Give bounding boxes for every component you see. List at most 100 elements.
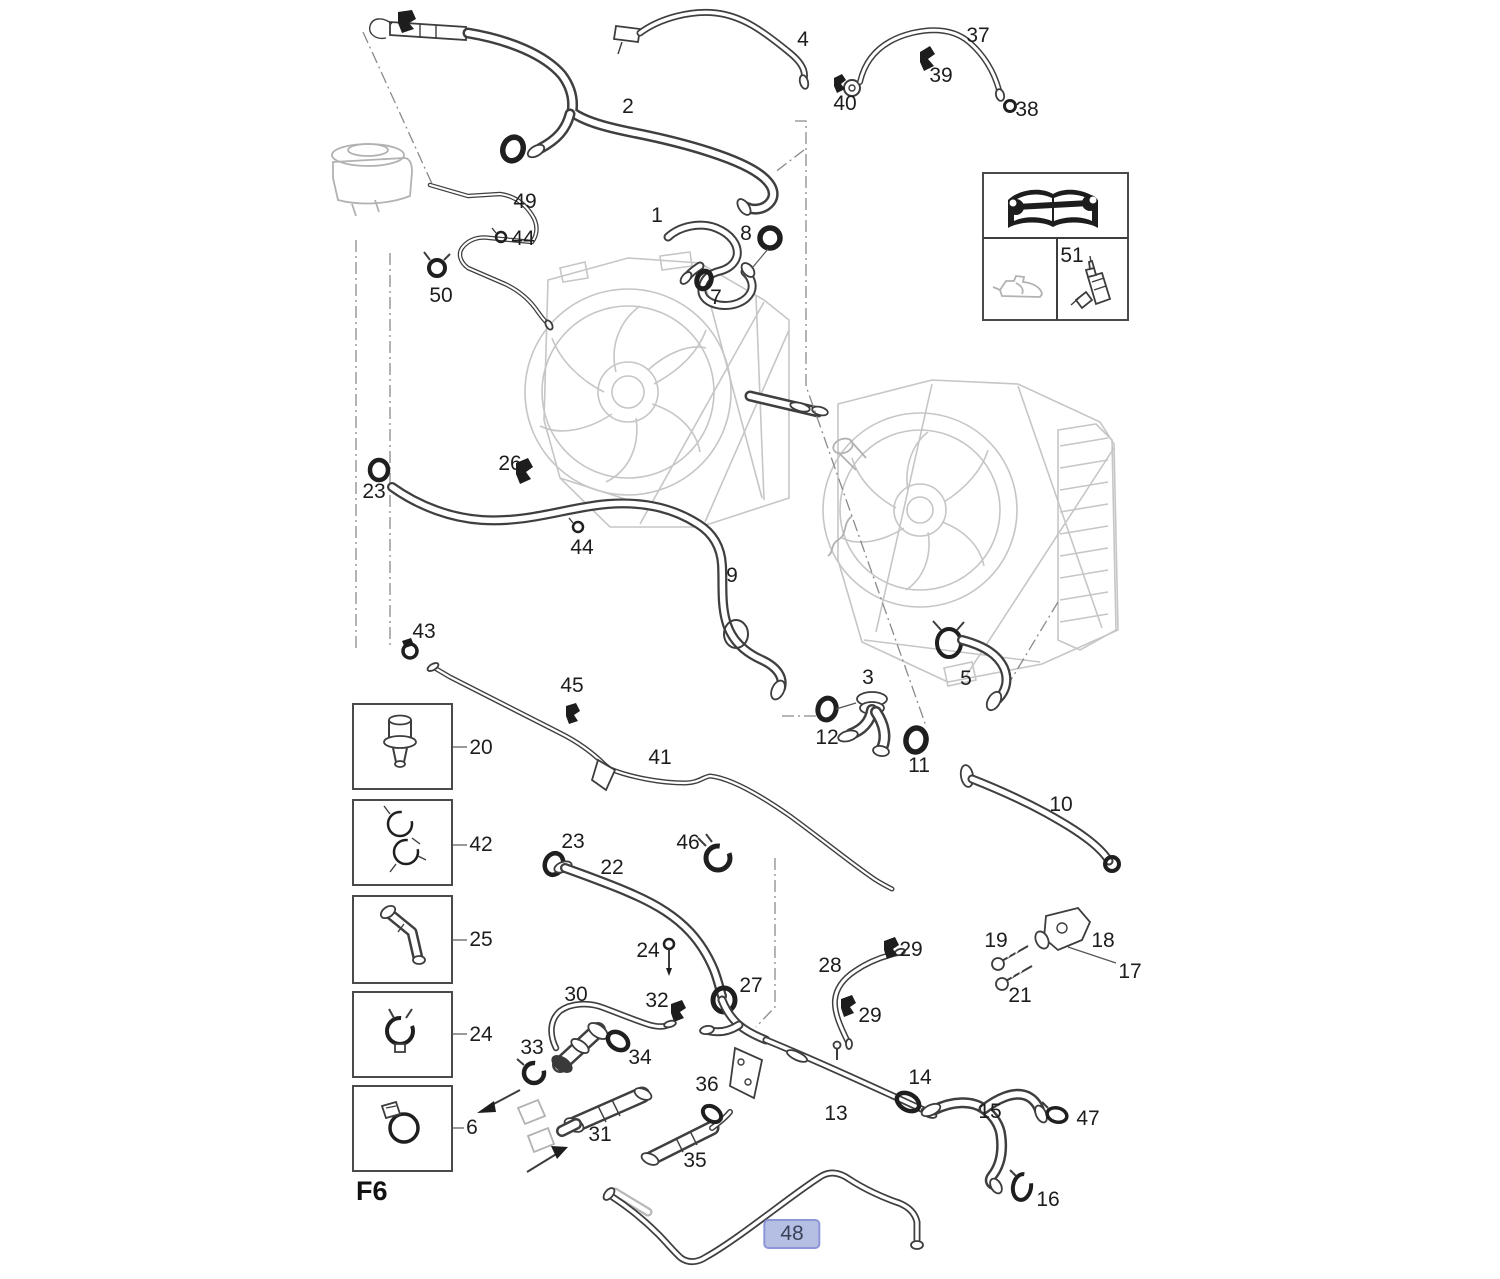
part-label-49[interactable]: 49 xyxy=(513,190,537,213)
clamp-14 xyxy=(894,1090,922,1114)
part-label-21[interactable]: 21 xyxy=(1008,984,1032,1007)
part-label-38[interactable]: 38 xyxy=(1015,98,1039,121)
part-label-42[interactable]: 42 xyxy=(469,833,493,856)
part-label-31[interactable]: 31 xyxy=(588,1123,612,1146)
part-label-36[interactable]: 36 xyxy=(695,1073,719,1096)
part-label-47[interactable]: 47 xyxy=(1076,1107,1100,1130)
part-label-50[interactable]: 50 xyxy=(429,284,453,307)
part-label-9[interactable]: 9 xyxy=(726,564,738,587)
part-label-23[interactable]: 23 xyxy=(561,830,585,853)
part-label-44[interactable]: 44 xyxy=(570,536,594,559)
legend-box xyxy=(982,172,1129,321)
callout-box-20 xyxy=(352,703,467,790)
hose-2 xyxy=(369,10,773,216)
part-label-34[interactable]: 34 xyxy=(628,1046,652,1069)
small-bolt xyxy=(832,1040,842,1060)
part-label-48-highlighted[interactable]: 48 xyxy=(763,1219,821,1249)
hose-28 xyxy=(835,937,906,1050)
fan-shroud-right xyxy=(822,379,1119,687)
part-3-thermostat-elbow xyxy=(815,691,929,758)
part-label-1[interactable]: 1 xyxy=(651,204,663,227)
part-label-5[interactable]: 5 xyxy=(960,667,972,690)
pipe-41 xyxy=(401,638,892,889)
part-label-32[interactable]: 32 xyxy=(645,989,669,1012)
part-label-24[interactable]: 24 xyxy=(469,1023,493,1046)
hose-22 xyxy=(542,833,738,1022)
part-label-17[interactable]: 17 xyxy=(1118,960,1142,983)
part-label-20[interactable]: 20 xyxy=(469,736,493,759)
clip-50 xyxy=(423,251,451,278)
part-label-29[interactable]: 29 xyxy=(858,1004,882,1027)
part-label-12[interactable]: 12 xyxy=(815,726,839,749)
part-label-22[interactable]: 22 xyxy=(600,856,624,879)
part-label-4[interactable]: 4 xyxy=(797,28,809,51)
clip-44-top xyxy=(494,230,508,244)
part-label-13[interactable]: 13 xyxy=(824,1102,848,1125)
bolt-21 xyxy=(995,965,1033,991)
expansion-tank xyxy=(331,143,413,217)
clamp-16 xyxy=(1009,1169,1034,1202)
part-label-16[interactable]: 16 xyxy=(1036,1188,1060,1211)
part-label-26[interactable]: 26 xyxy=(498,452,522,475)
part-label-37[interactable]: 37 xyxy=(966,24,990,47)
callout-box-25 xyxy=(352,895,467,984)
hose-4 xyxy=(612,12,810,90)
sensor-24 xyxy=(662,937,676,976)
connector-35 xyxy=(640,1103,730,1166)
part-label-28[interactable]: 28 xyxy=(818,954,842,977)
hose-37 xyxy=(834,30,1017,113)
hose-30-assembly xyxy=(516,1004,677,1086)
clamp-33 xyxy=(516,1058,547,1086)
part-label-33[interactable]: 33 xyxy=(520,1036,544,1059)
clamp-7 xyxy=(694,268,714,292)
part-label-27[interactable]: 27 xyxy=(739,974,763,997)
part-label-51[interactable]: 51 xyxy=(1060,244,1084,267)
clamp-11 xyxy=(903,725,929,755)
part-label-40[interactable]: 40 xyxy=(833,92,857,115)
part-label-18[interactable]: 18 xyxy=(1091,929,1115,952)
clip-45 xyxy=(566,703,580,724)
part-label-6[interactable]: 6 xyxy=(466,1116,478,1139)
figure-code: F6 xyxy=(356,1176,388,1206)
clip-26 xyxy=(516,458,533,484)
hose-15 xyxy=(920,1094,1069,1202)
part-label-45[interactable]: 45 xyxy=(560,674,584,697)
clip-29-bottom xyxy=(841,995,856,1017)
hose-48 xyxy=(602,1173,924,1262)
hose-49 xyxy=(423,185,554,331)
part-label-15[interactable]: 15 xyxy=(978,1100,1002,1123)
part-label-44[interactable]: 44 xyxy=(511,227,535,250)
part-label-14[interactable]: 14 xyxy=(908,1066,932,1089)
part-label-35[interactable]: 35 xyxy=(683,1149,707,1172)
part-label-41[interactable]: 41 xyxy=(648,746,672,769)
part-label-29[interactable]: 29 xyxy=(899,938,923,961)
hose-10 xyxy=(959,764,1121,873)
part-label-3[interactable]: 3 xyxy=(862,666,874,689)
part-label-39[interactable]: 39 xyxy=(929,64,953,87)
part-label-23[interactable]: 23 xyxy=(362,480,386,503)
part-label-24[interactable]: 24 xyxy=(636,939,660,962)
part-label-43[interactable]: 43 xyxy=(412,620,436,643)
callout-box-24 xyxy=(352,991,467,1078)
part-label-46[interactable]: 46 xyxy=(676,831,700,854)
hose-9 xyxy=(367,457,788,701)
clamp-8 xyxy=(757,225,783,251)
part-label-8[interactable]: 8 xyxy=(740,222,752,245)
sealant-bottle-icon xyxy=(1070,255,1112,310)
part-label-19[interactable]: 19 xyxy=(984,929,1008,952)
clip-39 xyxy=(920,46,935,71)
part-label-25[interactable]: 25 xyxy=(469,928,493,951)
clamp-47 xyxy=(1041,1101,1069,1124)
callout-box-42 xyxy=(352,799,467,886)
part-label-11[interactable]: 11 xyxy=(908,754,930,777)
part-label-2[interactable]: 2 xyxy=(622,95,634,118)
clip-29-top xyxy=(884,937,899,959)
direction-arrows xyxy=(477,1089,568,1173)
construction-lines xyxy=(355,31,1059,1028)
part-label-10[interactable]: 10 xyxy=(1049,793,1073,816)
part-label-30[interactable]: 30 xyxy=(564,983,588,1006)
clamp-12 xyxy=(815,695,839,723)
part-label-7[interactable]: 7 xyxy=(710,286,722,309)
